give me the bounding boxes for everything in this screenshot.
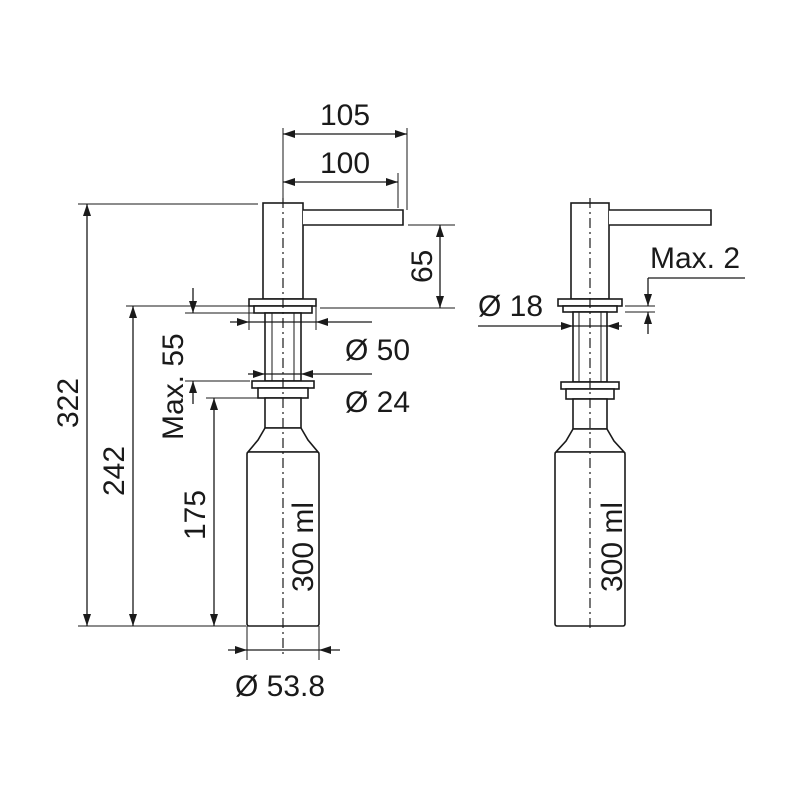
dim-100-text: 100 xyxy=(320,147,370,180)
dim-dia-53-8-text: Ø 53.8 xyxy=(235,670,325,703)
dim-dia-50-text: Ø 50 xyxy=(345,334,410,367)
left-spout xyxy=(303,209,404,226)
right-spout xyxy=(609,209,712,226)
dimension-dia-50: Ø 50 xyxy=(230,306,410,367)
left-bottle-volume-label: 300 ml xyxy=(287,502,320,592)
dimension-242: 242 xyxy=(98,305,252,626)
dim-max-2-text: Max. 2 xyxy=(650,242,740,275)
dimension-322: 322 xyxy=(52,203,258,627)
dim-dia-24-text: Ø 24 xyxy=(345,386,410,419)
right-bottle-volume-label: 300 ml xyxy=(596,502,629,592)
dim-322-text: 322 xyxy=(52,378,85,428)
dim-242-text: 242 xyxy=(98,446,131,496)
dimension-max-2: Max. 2 xyxy=(625,242,745,334)
dimension-175: 175 xyxy=(179,397,258,626)
dimension-dia-18: Ø 18 xyxy=(478,290,622,330)
dim-max-55-text: Max. 55 xyxy=(157,333,190,440)
dim-175-text: 175 xyxy=(179,490,212,540)
dimension-105: 105 xyxy=(282,99,408,210)
left-view-dispenser xyxy=(246,198,404,655)
dim-dia-18-text: Ø 18 xyxy=(478,290,543,323)
dimension-dia-53-8: Ø 53.8 xyxy=(228,626,340,703)
dim-65-text: 65 xyxy=(406,250,439,283)
dimension-65: 65 xyxy=(320,224,455,309)
dim-105-text: 105 xyxy=(320,99,370,132)
dimension-max-55: Max. 55 xyxy=(157,288,255,440)
dimension-dia-24: Ø 24 xyxy=(248,370,410,419)
right-view-dispenser xyxy=(554,198,712,630)
dimension-100: 100 xyxy=(283,147,399,208)
